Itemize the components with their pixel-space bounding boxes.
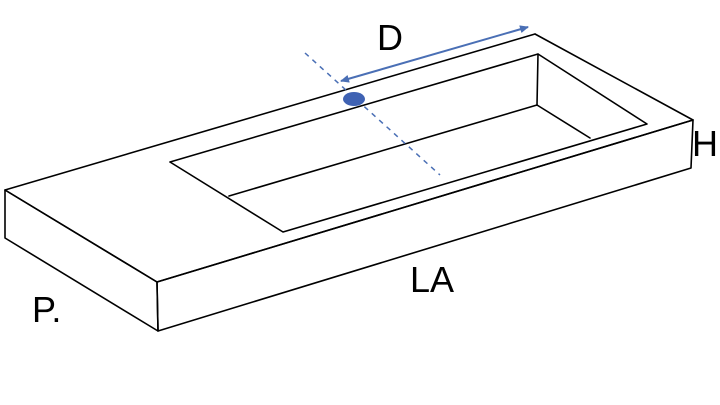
basin-floor-back-edge <box>228 104 538 197</box>
slab-outline <box>4 33 694 332</box>
top-face-outline <box>4 33 694 283</box>
height-label: H <box>692 123 718 164</box>
basin-floor-right-edge <box>536 104 591 139</box>
profondeur-label: P. <box>32 289 61 330</box>
depth-dimension-arrow <box>340 25 529 83</box>
basin-cavity <box>169 53 648 233</box>
tap-hole <box>343 92 365 106</box>
depth-label: D <box>377 17 403 58</box>
length-label: LA <box>410 259 454 300</box>
basin-rim <box>169 53 648 233</box>
tap-axis-dashed-line <box>304 52 441 176</box>
basin-inner-corner-right <box>536 53 539 106</box>
left-side-face <box>4 189 159 332</box>
